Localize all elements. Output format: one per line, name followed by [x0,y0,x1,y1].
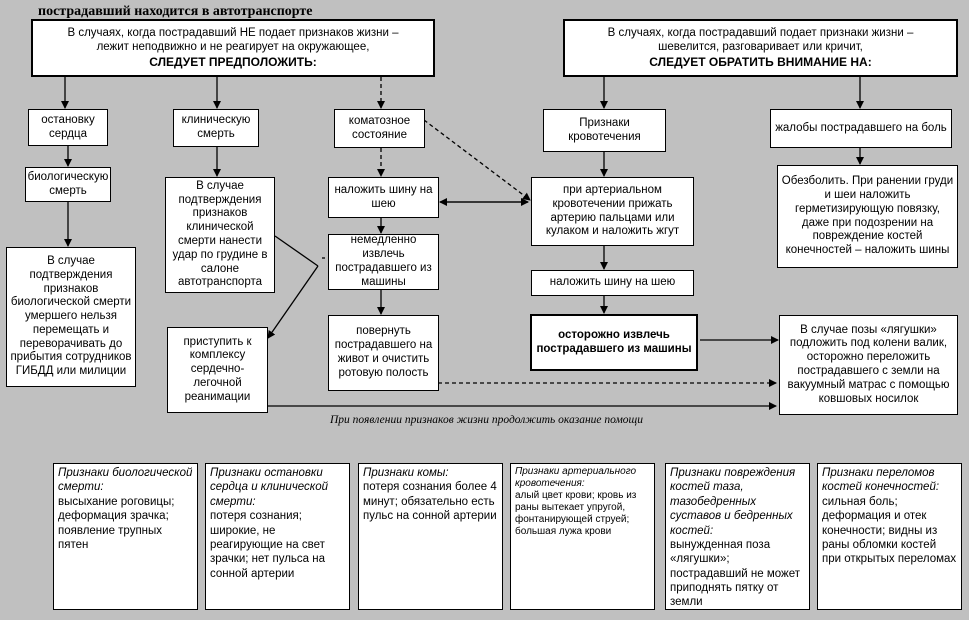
node-bio-death: биологическую смерть [25,167,111,202]
node-precordial: В случае подтверждения признаков клиниче… [165,177,275,293]
info-body: потеря сознания более 4 минут; обязатель… [363,481,497,523]
right-header-emphasis: СЛЕДУЕТ ОБРАТИТЬ ВНИМАНИЕ НА: [649,54,872,69]
left-header-line1: В случаях, когда пострадавший НЕ подает … [67,27,399,39]
node-splint-1: наложить шину на шею [328,177,439,218]
info-title: Признаки комы: [363,467,449,479]
page-title: пострадавший находится в автотранспорте [38,4,313,19]
info-body: потеря сознания; широкие, не реагирующие… [210,510,325,580]
node-arterial: при артериальном кровотечении прижать ар… [531,177,694,246]
node-extract-1: немедленно извлечь пострадавшего из маши… [328,234,439,290]
node-complaints: жалобы пострадавшего на боль [770,109,952,148]
node-cpr: приступить к комплексу сердечно-легочной… [167,327,268,413]
node-coma: коматозное состояние [334,109,425,148]
left-header-box: В случаях, когда пострадавший НЕ подает … [31,19,435,77]
info-title: Признаки остановки сердца и клинической … [210,467,329,508]
info-body: алый цвет крови; кровь из раны вытекает … [515,490,637,537]
left-header-line2: лежит неподвижно и не реагирует на окруж… [96,40,370,53]
node-frog-pose: В случае позы «лягушки» подложить под ко… [779,315,958,415]
left-header-emphasis: СЛЕДУЕТ ПРЕДПОЛОЖИТЬ: [149,54,317,69]
info-title: Признаки переломов костей конечностей: [822,467,940,494]
node-anesthesia: Обезболить. При ранении груди и шеи нало… [777,165,958,268]
arrow-precordial-cpr [274,235,319,267]
info-bio-death: Признаки биологической смерти: высыхание… [53,463,198,610]
node-clinical-death: клиническую смерть [173,109,259,147]
info-limb-fractures: Признаки переломов костей конечностей: с… [817,463,962,610]
info-coma: Признаки комы: потеря сознания более 4 м… [358,463,503,610]
info-title: Признаки биологической смерти: [58,467,193,494]
info-body: вынужденная поза «лягушки»; пострадавший… [670,538,801,609]
continue-help-note: При появлении признаков жизни продолжить… [330,414,643,426]
right-header-box: В случаях, когда пострадавший подает при… [563,19,958,77]
info-title: Признаки повреждения костей таза, тазобе… [670,467,796,537]
info-pelvis-injury: Признаки повреждения костей таза, тазобе… [665,463,810,610]
node-bleeding: Признаки кровотечения [543,109,666,152]
info-clinical-death: Признаки остановки сердца и клинической … [205,463,350,610]
right-header-line1: В случаях, когда пострадавший подает при… [607,27,914,39]
right-header-line2: шевелится, разговаривает или кричит, [658,40,863,53]
info-body: высыхание роговицы; деформация зрачка; п… [58,495,175,551]
info-arterial-bleeding: Признаки артериального кровотечения: алы… [510,463,655,610]
node-splint-2: наложить шину на шею [531,270,694,296]
node-bio-confirm: В случае подтверждения признаков биологи… [6,247,136,387]
arrow-coma-arterial [423,119,531,201]
node-turn-over: повернуть пострадавшего на живот и очист… [328,315,439,391]
info-title: Признаки артериального кровотечения: [515,466,637,489]
node-cardiac-arrest: остановку сердца [28,109,108,146]
node-careful-extract: осторожно извлечь пострадавшего из машин… [530,314,698,371]
info-body: сильная боль; деформация и отек конечнос… [822,495,957,566]
